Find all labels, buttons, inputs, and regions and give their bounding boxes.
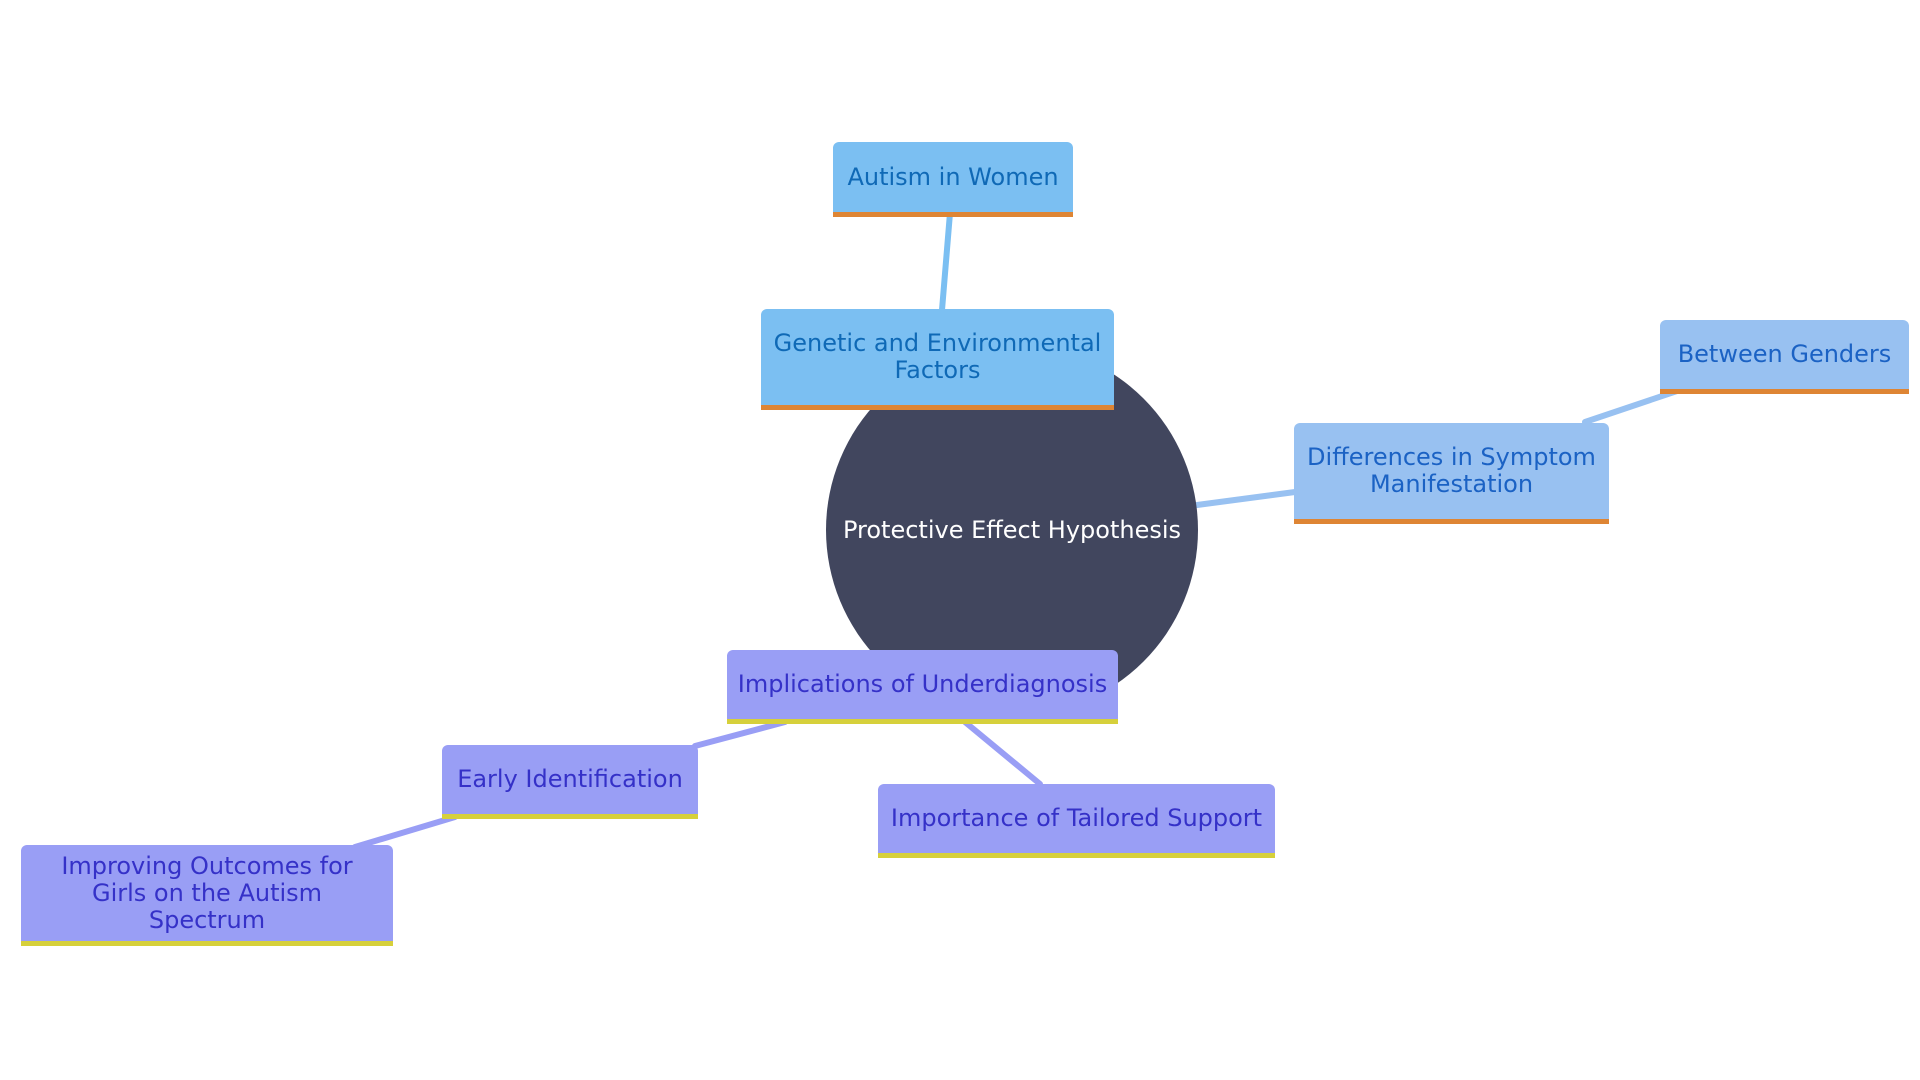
node-implications-underdiagnosis[interactable]: Implications of Underdiagnosis <box>727 650 1118 724</box>
root-label: Protective Effect Hypothesis <box>842 516 1182 544</box>
node-early-identification[interactable]: Early Identification <box>442 745 698 819</box>
edge-early-id-improving <box>352 814 458 850</box>
edge-implications-early-id <box>692 719 788 749</box>
node-label: Early Identification <box>457 765 683 793</box>
node-label: Improving Outcomes for Girls on the Auti… <box>61 851 353 934</box>
node-label: Implications of Underdiagnosis <box>737 670 1108 698</box>
node-label: Between Genders <box>1677 340 1892 368</box>
node-tailored-support[interactable]: Importance of Tailored Support <box>878 784 1275 858</box>
node-label: Genetic and Environmental Factors <box>773 329 1102 384</box>
node-autism-in-women[interactable]: Autism in Women <box>833 142 1073 217</box>
node-improving-outcomes[interactable]: Improving Outcomes for Girls on the Auti… <box>21 845 393 946</box>
edge-root-differences <box>1194 489 1298 508</box>
node-label: Differences in Symptom Manifestation <box>1307 443 1596 498</box>
node-genetic-environmental-factors[interactable]: Genetic and Environmental Factors <box>761 309 1114 410</box>
edge-differences-between-genders <box>1582 387 1683 425</box>
node-between-genders[interactable]: Between Genders <box>1660 320 1909 394</box>
edge-implications-tailored <box>962 719 1043 787</box>
node-label: Autism in Women <box>847 162 1059 191</box>
edge-genetic-autism-women <box>939 210 953 313</box>
node-label: Importance of Tailored Support <box>890 804 1263 832</box>
node-differences-symptom-manifestation[interactable]: Differences in Symptom Manifestation <box>1294 423 1609 524</box>
